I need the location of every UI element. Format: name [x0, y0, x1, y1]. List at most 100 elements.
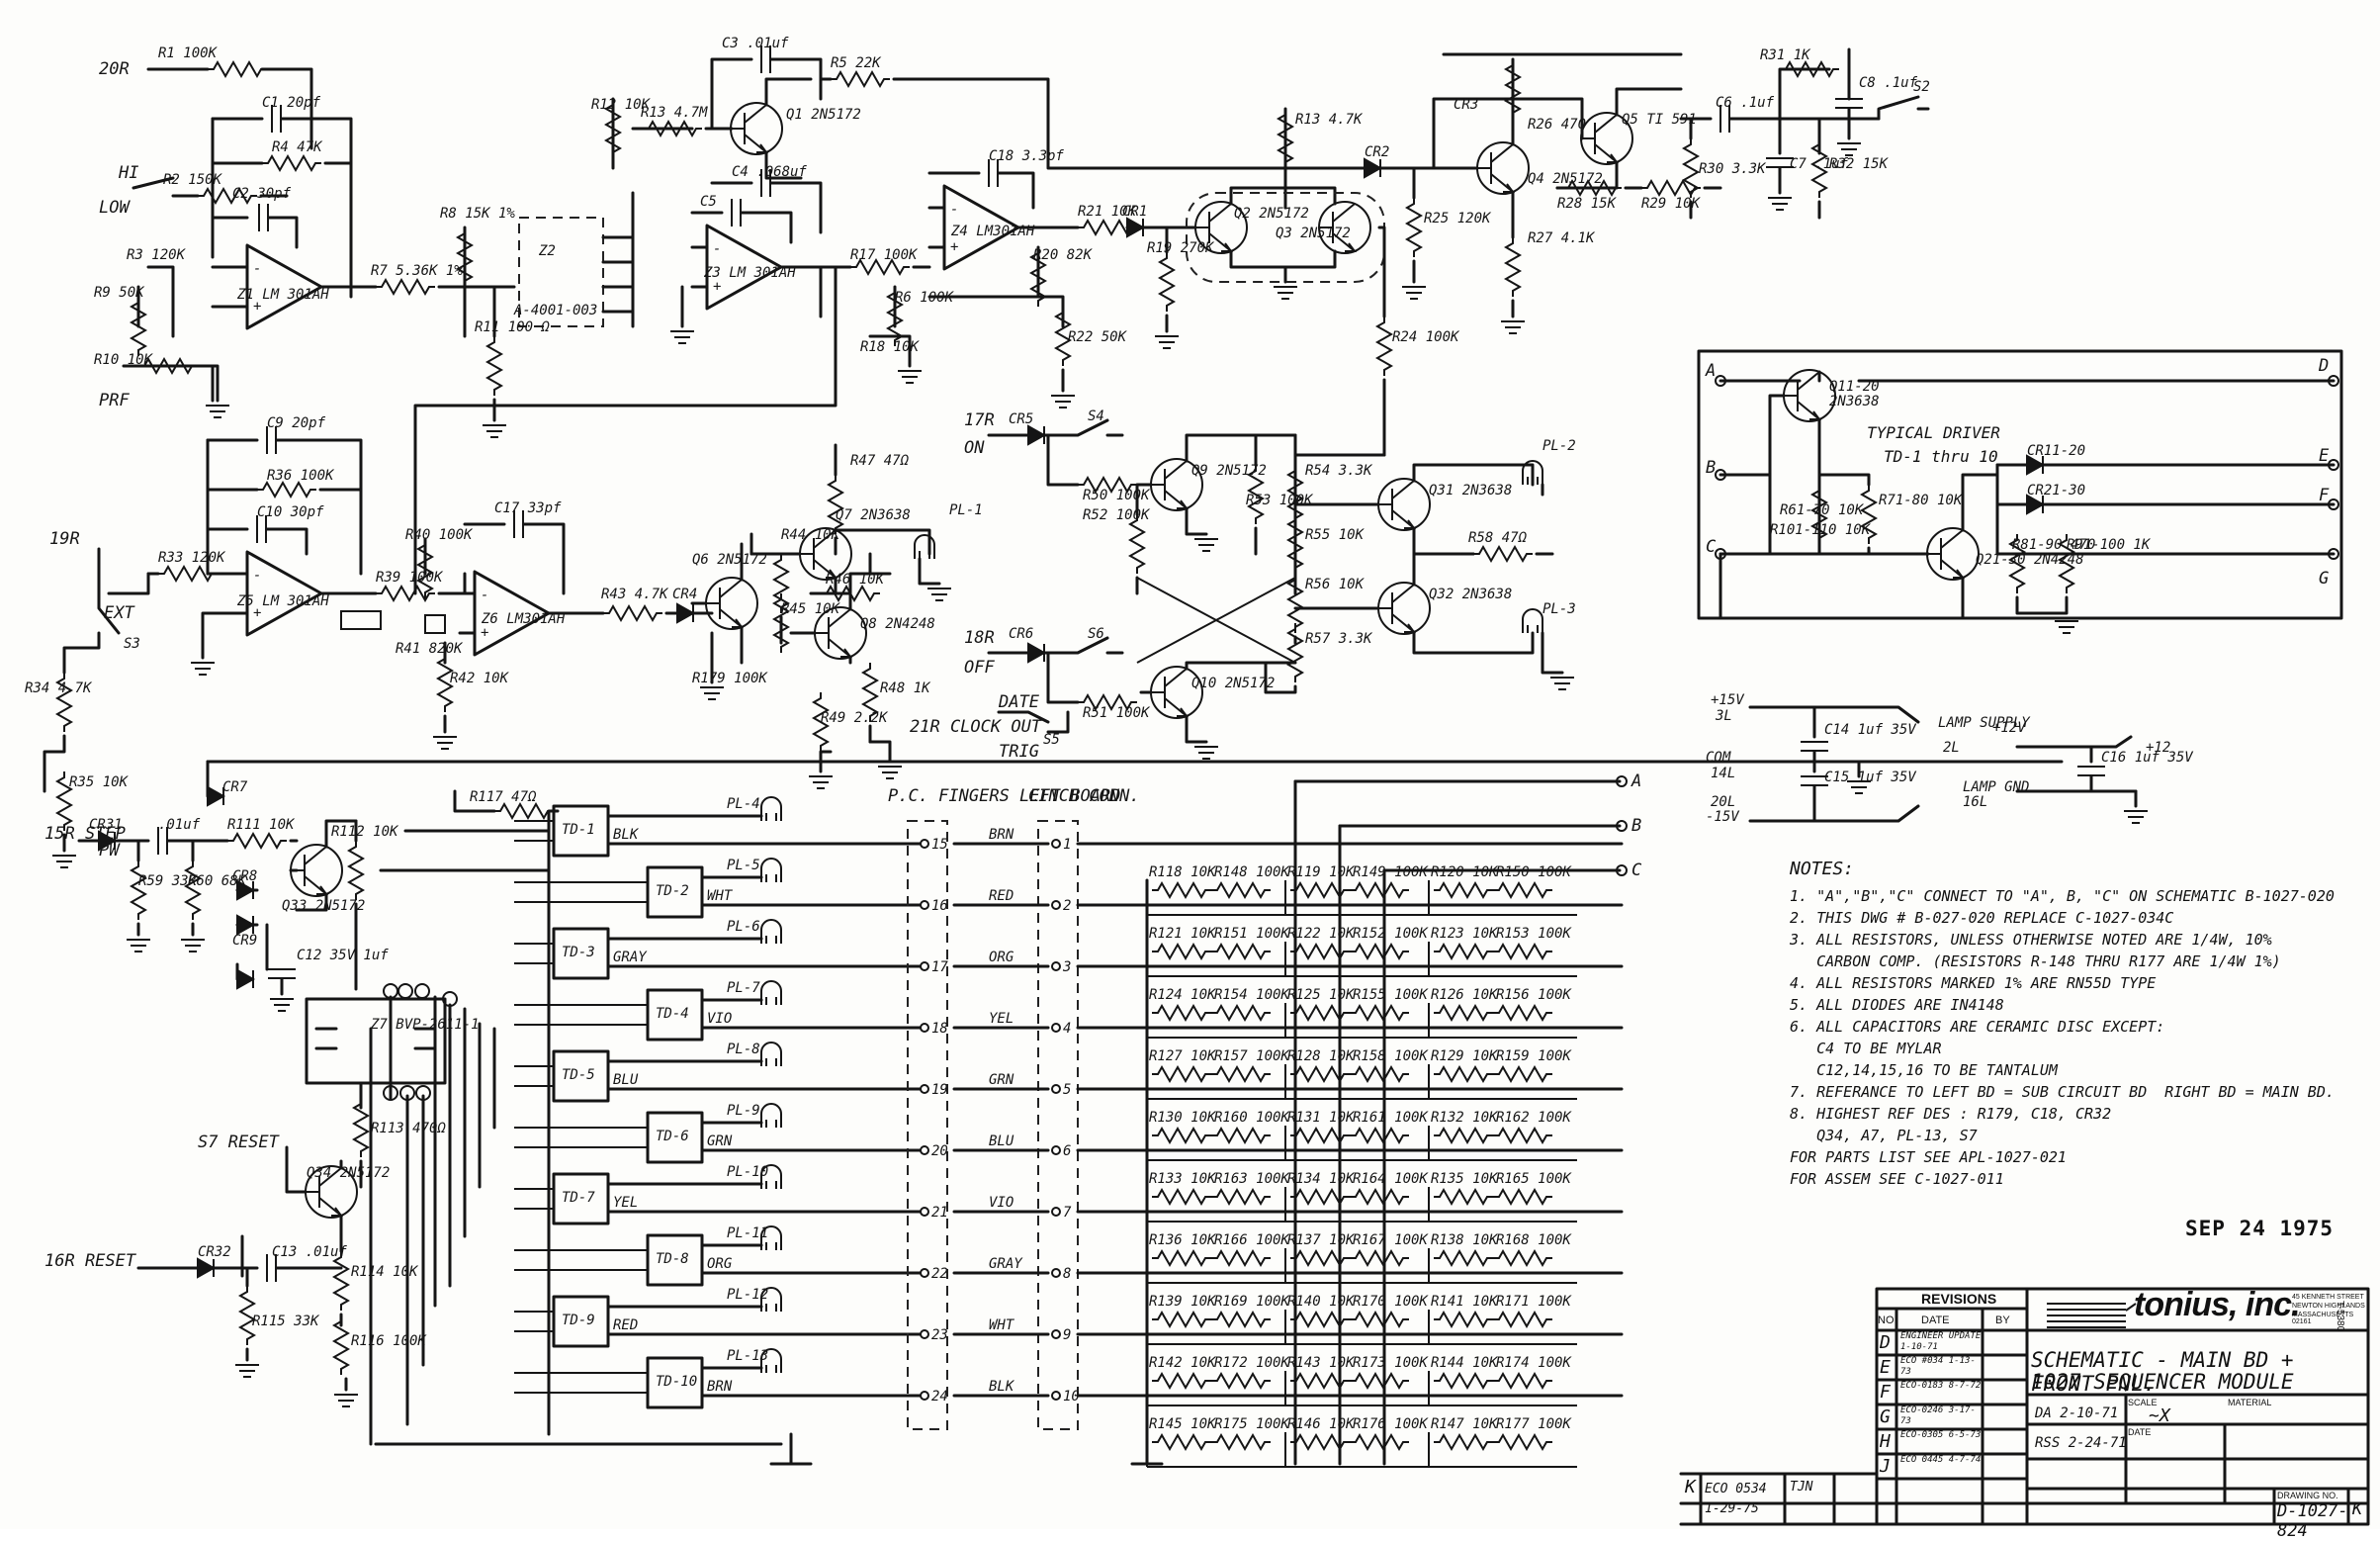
typical-driver-part-7: R91-100 1K — [2067, 537, 2152, 553]
matrix-res-5-0: R133 10K — [1149, 1171, 1217, 1187]
io-step: 15R STEP — [44, 824, 126, 844]
io-reset: 16R RESET — [44, 1251, 137, 1271]
component-label-c18: C18 3.3pf — [989, 148, 1064, 164]
component-label-c5: C5 — [700, 194, 717, 210]
power-lamp-pin: 2L — [1943, 740, 1960, 756]
col-no: NO. — [1878, 1314, 1897, 1326]
matrix-res-2-3: R155 100K — [1353, 987, 1429, 1003]
power-c16: C16 1uf 35V — [2101, 750, 2194, 766]
notes-block: NOTES: 1. "A","B","C" CONNECT TO "A", B,… — [1790, 859, 2373, 1190]
component-label-q8: Q8 2N4248 — [860, 616, 935, 632]
wire-color-0: BLK — [613, 827, 640, 843]
sheet-revision: K — [2352, 1499, 2363, 1519]
notes-list: 1. "A","B","C" CONNECT TO "A", B, "C" ON… — [1790, 885, 2373, 1190]
io-on: ON — [964, 438, 985, 458]
title-block: REVISIONS NO. DATE BY tonius, inc. 45 KE… — [1877, 1286, 2368, 1541]
component-label-r30: R30 3.3K — [1699, 161, 1767, 177]
scale-label: SCALE — [2128, 1398, 2158, 1407]
company-logo: tonius, inc. — [2134, 1286, 2300, 1323]
component-label-r24: R24 100K — [1392, 329, 1460, 345]
component-label-s5: S5 — [1043, 732, 1060, 748]
component-label-c4: C4 .068uf — [732, 164, 807, 180]
component-label-r52: R52 100K — [1083, 507, 1151, 523]
component-label-r54: R54 3.3K — [1305, 463, 1373, 479]
component-label-q4: Q4 2N5172 — [1528, 171, 1603, 187]
finger-pin-1: 16 — [931, 898, 948, 914]
td-label-7: TD-7 — [562, 1190, 595, 1206]
component-label-r13: R13 4.7M — [641, 105, 708, 121]
finger-pin-6: 21 — [931, 1205, 948, 1221]
matrix-res-4-3: R161 100K — [1353, 1110, 1429, 1126]
td-box — [552, 1295, 610, 1348]
td-label-9: TD-9 — [562, 1313, 595, 1328]
component-label-r32: R32 15K — [1829, 156, 1890, 172]
td-box — [646, 1356, 704, 1409]
component-label-z2: Z2 — [538, 243, 556, 259]
power-minus15: -15V — [1706, 809, 1740, 825]
pc-fingers-label: P.C. FINGERS LEFT BOARD — [888, 786, 1120, 806]
rev-k-by: TJN — [1790, 1480, 1813, 1495]
component-label-r112: R112 10K — [331, 824, 399, 840]
component-label-r29: R29 10K — [1641, 196, 1702, 212]
revision-text: ECO #034 1-13-73 — [1900, 1356, 1976, 1377]
matrix-res-7-5: R171 100K — [1496, 1294, 1572, 1310]
typical-driver-part-3: R71-80 10K — [1879, 493, 1964, 508]
finger-pin-0: 15 — [931, 837, 948, 853]
notes-heading: NOTES: — [1790, 859, 1855, 879]
td-label-5: TD-5 — [562, 1067, 595, 1083]
component-label-r50: R50 100K — [1083, 488, 1151, 503]
component-label-s4: S4 — [1088, 408, 1104, 424]
component-label-r111: R111 10K — [227, 817, 296, 833]
component-label-r27: R27 4.1K — [1528, 230, 1596, 246]
component-label-r22: R22 50K — [1068, 329, 1128, 345]
company-address-3: MASSACHUSETTS 02161 — [2292, 1312, 2354, 1325]
component-label-q6: Q6 2N5172 — [692, 552, 767, 568]
typical-driver-subtitle: TD-1 thru 10 — [1884, 447, 1998, 466]
component-label-r44: R44 10K — [781, 527, 841, 543]
component-label-r13b: R13 4.7K — [1295, 112, 1364, 128]
component-label-r6: R6 100K — [895, 290, 955, 306]
cinch-conn-label: CINCH CONN. — [1028, 786, 1140, 806]
typical-driver-terminal-0: A — [1705, 361, 1716, 381]
company-address-2: NEWTON HIGHLANDS — [2292, 1303, 2365, 1310]
cinch-color-0: BRN — [989, 827, 1014, 843]
component-label-q2: Q2 2N5172 — [1234, 206, 1309, 222]
td-label-2: TD-2 — [656, 883, 689, 899]
cinch-color-1: RED — [989, 888, 1014, 904]
component-label-r2: R2 150K — [163, 172, 223, 188]
material-label: MATERIAL — [2228, 1398, 2272, 1407]
component-label-r11: R11 100 Ω — [475, 319, 550, 335]
component-label-r7: R7 5.36K 1% — [371, 263, 463, 279]
td-box — [552, 804, 610, 858]
io-low: LOW — [99, 198, 131, 218]
component-label-c12: C12 35V 1uf — [297, 948, 389, 963]
note-line: Q34, A7, PL-13, S7 — [1790, 1127, 1978, 1144]
component-label-r28: R28 15K — [1557, 196, 1618, 212]
component-label-z5: Z5 LM 301AH — [236, 593, 329, 609]
matrix-res-5-3: R164 100K — [1353, 1171, 1429, 1187]
matrix-res-9-5: R177 100K — [1496, 1416, 1572, 1432]
component-label-r36: R36 100K — [267, 468, 335, 484]
lamp-label-8: PL-8 — [727, 1042, 760, 1057]
td-label-8: TD-8 — [656, 1251, 689, 1267]
component-label-s2: S2 — [1913, 79, 1930, 95]
revision-letter: J — [1880, 1456, 1891, 1477]
component-label-r25: R25 120K — [1424, 211, 1492, 227]
cinch-color-2: ORG — [989, 950, 1014, 965]
component-label-cr4: CR4 — [672, 587, 697, 602]
component-label-z7: Z7 BVP-2611-1 — [370, 1017, 480, 1033]
io-s7-reset: S7 RESET — [198, 1133, 281, 1152]
wire-color-1: WHT — [707, 888, 734, 904]
rev-k-letter: K — [1685, 1477, 1696, 1497]
revision-text: ECO-0305 6-5-73 — [1900, 1430, 1982, 1440]
matrix-res-2-4: R126 10K — [1431, 987, 1499, 1003]
matrix-res-3-4: R129 10K — [1431, 1048, 1499, 1064]
typical-driver-terminal-6: G — [2319, 569, 2329, 589]
drawing-no-label: DRAWING NO. — [2277, 1491, 2338, 1500]
matrix-res-9-3: R176 100K — [1353, 1416, 1429, 1432]
component-label-r115: R115 33K — [252, 1314, 320, 1329]
typical-driver-part-8: CR11-20 — [2027, 443, 2085, 459]
